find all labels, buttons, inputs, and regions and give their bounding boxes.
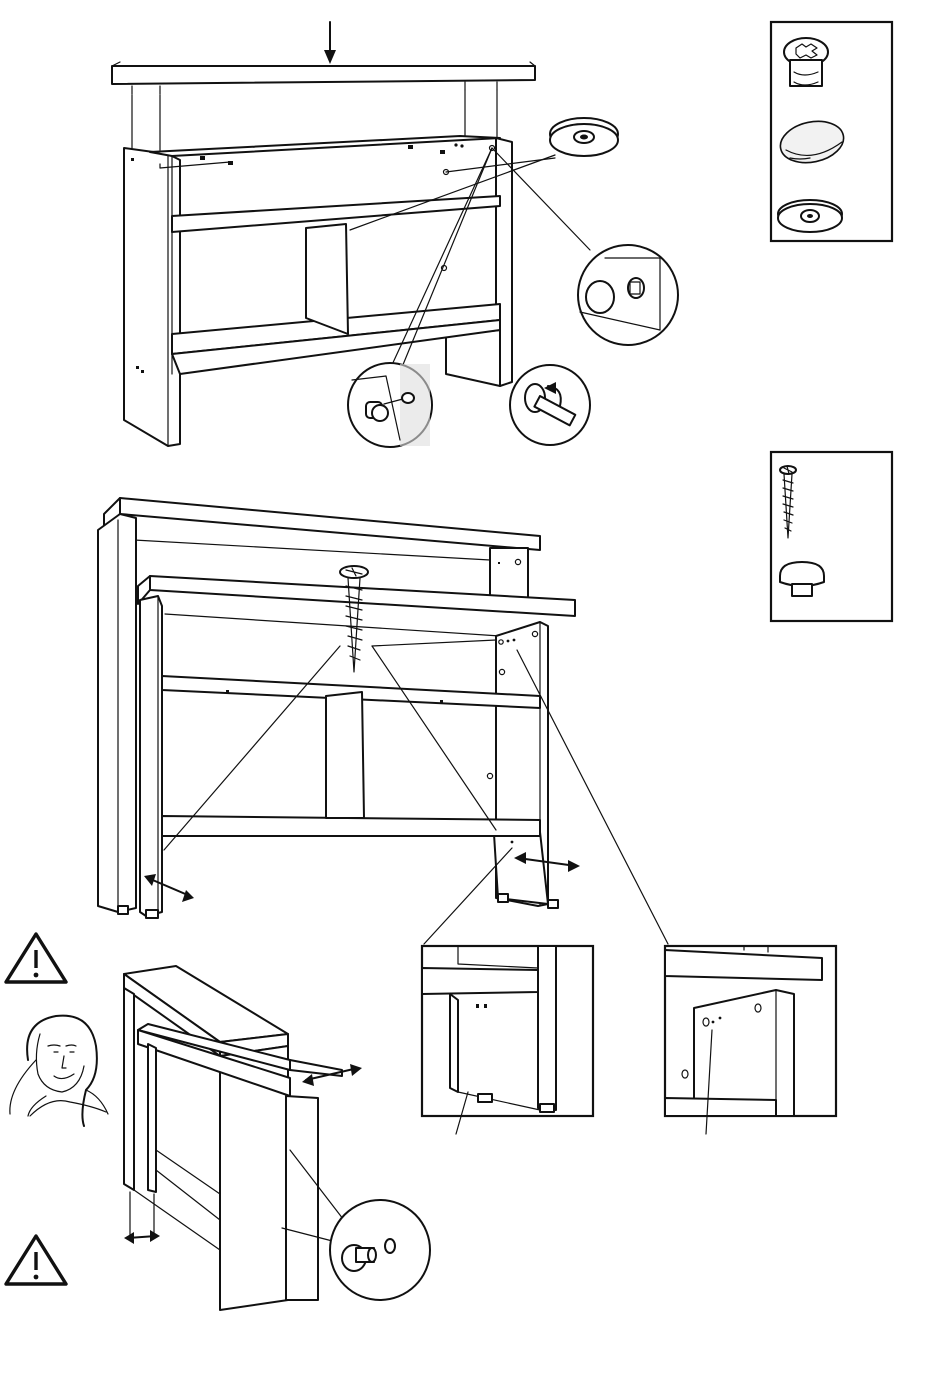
warning-icon: [6, 1236, 66, 1284]
step-bottom-caution: [6, 934, 430, 1310]
plug-detail: [330, 1200, 430, 1300]
inner-right-side: [487, 622, 558, 908]
step-top-assembly: [112, 22, 678, 447]
parts-panel-1: [771, 22, 892, 241]
outer-left-side: [98, 514, 136, 914]
inner-left-side: [140, 596, 162, 918]
cam-lock-fitting-icon: [784, 38, 828, 86]
assistant-person-icon: [10, 1016, 108, 1126]
screwdriver-detail: [510, 365, 590, 445]
step-middle-assembly: [98, 498, 668, 944]
left-hole-detail: [422, 946, 593, 1116]
cam-cover-disc-icon: [550, 118, 618, 156]
warning-icon: [6, 934, 66, 982]
down-arrow-icon: [324, 22, 336, 64]
right-hole-detail: [665, 946, 836, 1116]
parts-panel-2: [771, 452, 892, 621]
desk-unit: [124, 966, 342, 1310]
cam-cover-disc-icon: [778, 200, 842, 232]
dowel-cam-detail: [348, 363, 432, 447]
cap-detail: [578, 245, 678, 345]
screw-icon: [340, 566, 368, 672]
